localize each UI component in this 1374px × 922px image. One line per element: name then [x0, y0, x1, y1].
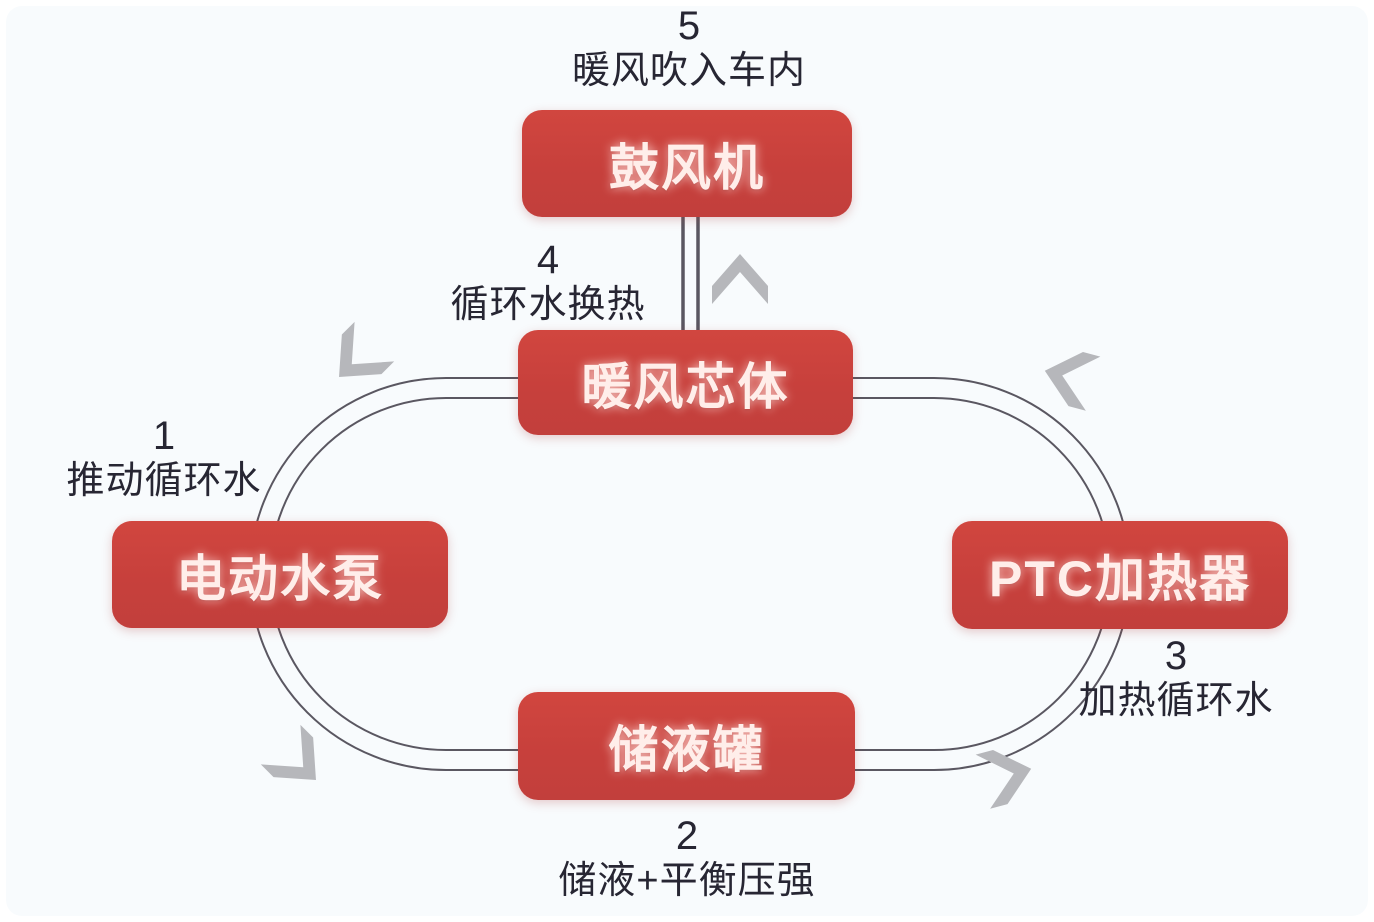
step-2-text: 储液+平衡压强 — [558, 860, 816, 902]
step-label-4: 4 循环水换热 — [398, 238, 698, 328]
node-blower-label: 鼓风机 — [609, 139, 765, 196]
step-label-5: 5 暖风吹入车内 — [489, 4, 889, 94]
node-blower: 鼓风机 — [522, 110, 852, 217]
step-5-number: 5 — [677, 4, 701, 48]
node-heater-core-label: 暖风芯体 — [581, 358, 790, 415]
step-4-text: 循环水换热 — [450, 284, 646, 326]
node-reservoir: 储液罐 — [518, 692, 855, 800]
node-heater-core: 暖风芯体 — [518, 330, 853, 435]
step-4-number: 4 — [536, 238, 560, 282]
flow-arrow-bottom-left-icon — [260, 724, 316, 780]
node-ptc-heater: PTC加热器 — [952, 521, 1288, 629]
step-label-1: 1 推动循环水 — [14, 414, 314, 504]
step-label-2: 2 储液+平衡压强 — [487, 814, 887, 904]
step-label-3: 3 加热循环水 — [1026, 634, 1326, 724]
step-5-text: 暖风吹入车内 — [571, 50, 806, 92]
step-1-text: 推动循环水 — [66, 460, 262, 502]
node-water-pump-label: 电动水泵 — [176, 550, 384, 607]
step-3-number: 3 — [1164, 634, 1188, 678]
flow-arrow-up-to-blower-icon — [712, 254, 768, 304]
step-2-number: 2 — [675, 814, 699, 858]
node-ptc-heater-label: PTC加热器 — [989, 551, 1251, 607]
flow-arrow-top-left-icon — [339, 321, 395, 377]
flow-arrow-bottom-right-icon — [975, 750, 1032, 809]
step-3-text: 加热循环水 — [1078, 680, 1274, 722]
node-reservoir-label: 储液罐 — [608, 722, 765, 778]
flow-arrow-top-right-icon — [1044, 352, 1101, 411]
node-water-pump: 电动水泵 — [112, 521, 448, 628]
step-1-number: 1 — [152, 414, 176, 458]
